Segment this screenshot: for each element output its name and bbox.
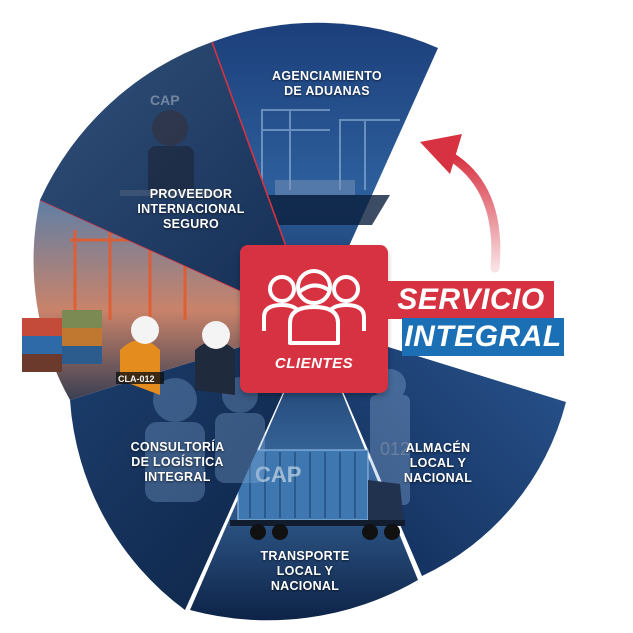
svg-text:012: 012 <box>380 439 410 459</box>
segment-transporte: CAP <box>190 324 418 621</box>
people-group-icon <box>262 269 366 345</box>
integral-banner: INTEGRAL <box>402 318 564 356</box>
svg-text:CAP: CAP <box>150 92 180 108</box>
svg-text:CLA-012: CLA-012 <box>118 374 155 384</box>
clientes-center-box: CLIENTES <box>240 245 388 393</box>
workers-illustration: CLA-012 <box>116 316 235 395</box>
clientes-label: CLIENTES <box>274 355 354 372</box>
segment-port-photo: CLA-012 <box>22 199 315 400</box>
cap-watermark: CAP <box>255 462 301 487</box>
truck-illustration: CAP <box>230 449 405 540</box>
curved-arrow-icon <box>420 134 501 273</box>
servicio-banner: SERVICIO <box>388 281 554 319</box>
